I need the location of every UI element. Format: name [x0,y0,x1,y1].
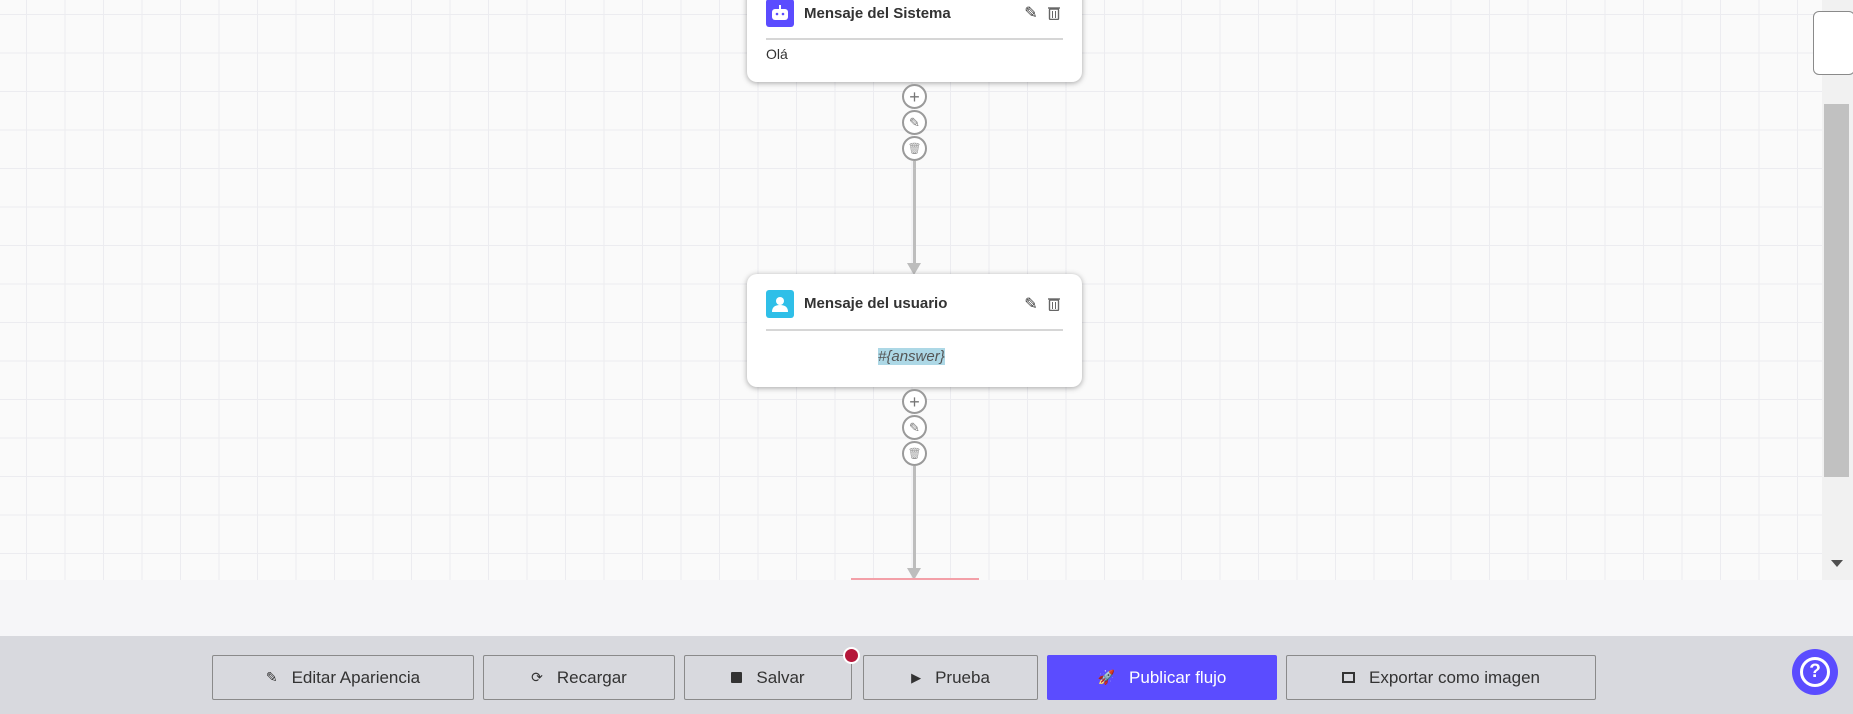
user-message-node[interactable]: Mensaje del usuario ✎ #{answer} [747,274,1082,387]
edit-connection-button[interactable]: ✎ [902,415,927,440]
trash-icon[interactable] [1045,295,1063,313]
plus-icon: + [909,86,920,107]
play-icon: ▶ [911,669,922,685]
flow-canvas[interactable]: Mensaje del Sistema ✎ Olá + ✎ 🗑 Mensaje … [0,0,1822,580]
connector-arrow [907,568,921,580]
node-header: Mensaje del Sistema ✎ [766,0,1063,40]
button-label: Prueba [935,667,990,687]
edit-icon: ✎ [265,669,278,685]
edit-connection-button[interactable]: ✎ [902,110,927,135]
trash-icon[interactable] [1045,4,1063,22]
question-icon: ? [1800,657,1830,687]
rocket-icon: 🚀 [1097,669,1116,685]
reload-button[interactable]: ⟳ Recargar [483,655,675,700]
test-button[interactable]: ▶ Prueba [863,655,1038,700]
button-label: Salvar [756,667,805,687]
save-button[interactable]: Salvar [684,655,852,700]
image-icon [1341,672,1355,683]
floppy-disk-icon [731,672,743,683]
refresh-icon: ⟳ [531,669,543,685]
node-content: Olá [766,46,788,62]
next-node-edge [851,578,979,580]
edit-appearance-button[interactable]: ✎ Editar Apariencia [212,655,474,700]
delete-connection-button[interactable]: 🗑 [902,441,927,466]
node-title: Mensaje del usuario [804,295,948,312]
button-label: Editar Apariencia [291,667,421,687]
scrollbar-thumb[interactable] [1824,104,1849,477]
pencil-icon[interactable]: ✎ [1024,5,1038,22]
robot-icon [766,0,794,27]
user-icon [766,289,794,318]
help-button[interactable]: ? [1792,649,1838,695]
unsaved-changes-dot [843,647,860,664]
node-content: #{answer} [878,348,945,365]
publish-flow-button[interactable]: 🚀 Publicar flujo [1047,655,1277,700]
delete-connection-button[interactable]: 🗑 [902,136,927,161]
connector-line [913,466,916,570]
system-message-node[interactable]: Mensaje del Sistema ✎ Olá [747,0,1082,82]
minimap-panel[interactable] [1813,11,1853,75]
button-label: Recargar [556,667,627,687]
pencil-icon[interactable]: ✎ [1024,295,1038,313]
scroll-down-arrow-icon[interactable] [1831,560,1843,567]
plus-icon: + [909,391,920,412]
pencil-icon: ✎ [909,114,920,130]
node-title: Mensaje del Sistema [804,4,951,22]
pencil-icon: ✎ [909,419,920,435]
trash-icon: 🗑 [907,448,922,460]
button-label: Exportar como imagen [1368,667,1541,687]
node-header: Mensaje del usuario ✎ [766,274,1063,331]
add-node-button[interactable]: + [902,84,927,109]
add-node-button[interactable]: + [902,389,927,414]
connector-line [913,161,916,264]
button-label: Publicar flujo [1129,667,1227,687]
export-image-button[interactable]: Exportar como imagen [1286,655,1596,700]
trash-icon: 🗑 [907,143,922,155]
connector-arrow [907,263,921,275]
